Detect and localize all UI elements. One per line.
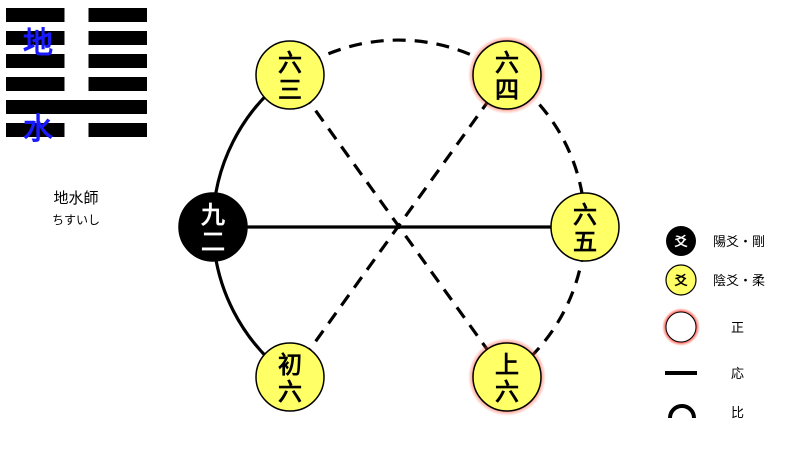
node-label-char: 三	[278, 75, 302, 104]
hexagram-name: 地水師	[53, 189, 98, 207]
hexagram-yang-line	[6, 100, 147, 114]
hexagram-symbol	[6, 8, 147, 137]
node-label-char: 五	[573, 227, 597, 256]
yin-node-circle	[255, 40, 325, 110]
node-label-char: 六	[495, 377, 519, 406]
yin-node-circle	[255, 342, 325, 412]
hexagram-yin-line-left	[6, 123, 65, 137]
legend-bi-label: 比	[731, 406, 744, 421]
hexagram-yin-line-right	[88, 123, 147, 137]
connection-ying-line3-line6	[288, 74, 509, 378]
legend-correct-label: 正	[731, 321, 744, 336]
legend-ying-label: 応	[731, 367, 744, 382]
node-label-char: 四	[495, 75, 519, 104]
node-label-char: 初	[278, 350, 302, 379]
node-line5: 六五	[550, 192, 620, 262]
node-label-char: 六	[278, 48, 302, 77]
legend-yang-label: 陽爻・剛	[713, 235, 765, 250]
hexagram-yin-line-right	[88, 77, 147, 91]
node-label-char: 六	[495, 48, 519, 77]
node-label-char: 上	[495, 350, 519, 379]
hexagram-lower-char: 水	[23, 112, 54, 147]
hexagram-upper-char: 地	[23, 26, 53, 61]
legend-yin-label: 陰爻・柔	[713, 274, 765, 289]
node-label-char: 六	[278, 377, 302, 406]
node-label-char: 二	[201, 227, 225, 256]
yin-node-circle	[472, 342, 542, 412]
legend-yang-swatch	[666, 226, 696, 256]
node-line4: 六四	[468, 36, 546, 114]
hexagram-yin-line-left	[6, 8, 65, 22]
hexagram-yin-line-right	[88, 31, 147, 45]
node-line3: 六三	[255, 40, 325, 110]
yin-node-circle	[472, 40, 542, 110]
legend-yang-symbol: 爻	[673, 234, 688, 250]
hexagram-reading: ちすいし	[52, 213, 100, 227]
hexagram-yin-line-right	[88, 8, 147, 22]
legend-yin-symbol: 爻	[673, 273, 688, 289]
node-label-char: 六	[573, 200, 597, 229]
legend-bi-arc-icon	[668, 404, 696, 419]
node-line2: 九二	[178, 192, 248, 262]
hexagram-yin-line-left	[6, 31, 65, 45]
node-line6: 上六	[468, 338, 546, 416]
hexagram-yin-line-left	[6, 77, 65, 91]
hexagram-yin-line-left	[6, 54, 65, 68]
node-label-char: 九	[200, 200, 225, 229]
legend-yin-swatch	[665, 264, 697, 296]
legend: 爻 陽爻・剛 爻 陰爻・柔 正 応 比	[662, 226, 765, 421]
yin-node-circle	[550, 192, 620, 262]
hexagram-yin-line-right	[88, 54, 147, 68]
node-line1: 初六	[255, 342, 325, 412]
legend-correct-swatch	[665, 311, 697, 343]
yang-node-circle	[178, 192, 248, 262]
